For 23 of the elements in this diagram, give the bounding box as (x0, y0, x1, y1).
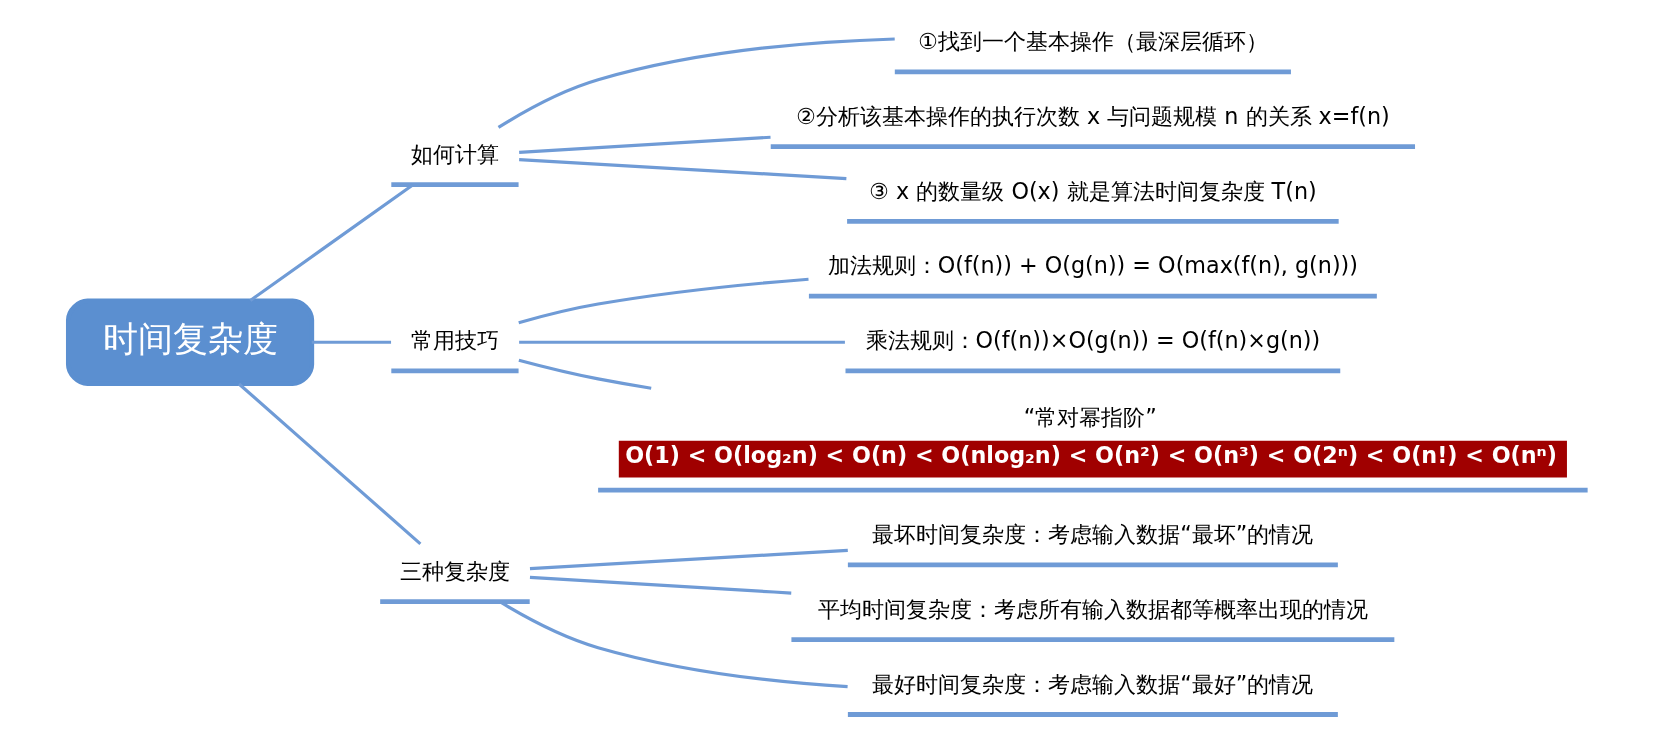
connector (529, 575, 792, 595)
node-text: 常用技巧 (410, 327, 499, 354)
node-text: ①找到一个基本操作（最深层循环） (917, 28, 1268, 55)
node-text: 最好时间复杂度：考虑输入数据“最好”的情况 (872, 670, 1314, 697)
connector (519, 135, 771, 154)
node-label: “常对幂指阶” (1023, 404, 1157, 431)
node-text: ②分析该基本操作的执行次数 x 与问题规模 n 的关系 x=f(n) (795, 102, 1390, 129)
connector (519, 340, 845, 344)
node-text: 如何计算 (410, 140, 499, 167)
connector (497, 37, 895, 129)
node-text: 加法规则：O(f(n)) + O(g(n)) = O(max(f(n), g(n))) (827, 252, 1358, 279)
node-text: 乘法规则：O(f(n))×O(g(n)) = O(f(n)×g(n)) (865, 327, 1321, 354)
connector (519, 158, 847, 181)
node-box: 时间复杂度 (65, 298, 315, 386)
connector (518, 358, 652, 390)
connector (311, 340, 392, 344)
node-text: ③ x 的数量级 O(x) 就是算法时间复杂度 T(n) (869, 177, 1317, 204)
node-text: 最坏时间复杂度：考虑输入数据“最坏”的情况 (872, 521, 1314, 548)
connector (529, 548, 848, 571)
node-text: 平均时间复杂度：考虑所有输入数据都等概率出现的情况 (817, 595, 1368, 622)
connector (238, 382, 422, 546)
node-text: 三种复杂度 (399, 557, 510, 584)
connector (518, 277, 809, 325)
